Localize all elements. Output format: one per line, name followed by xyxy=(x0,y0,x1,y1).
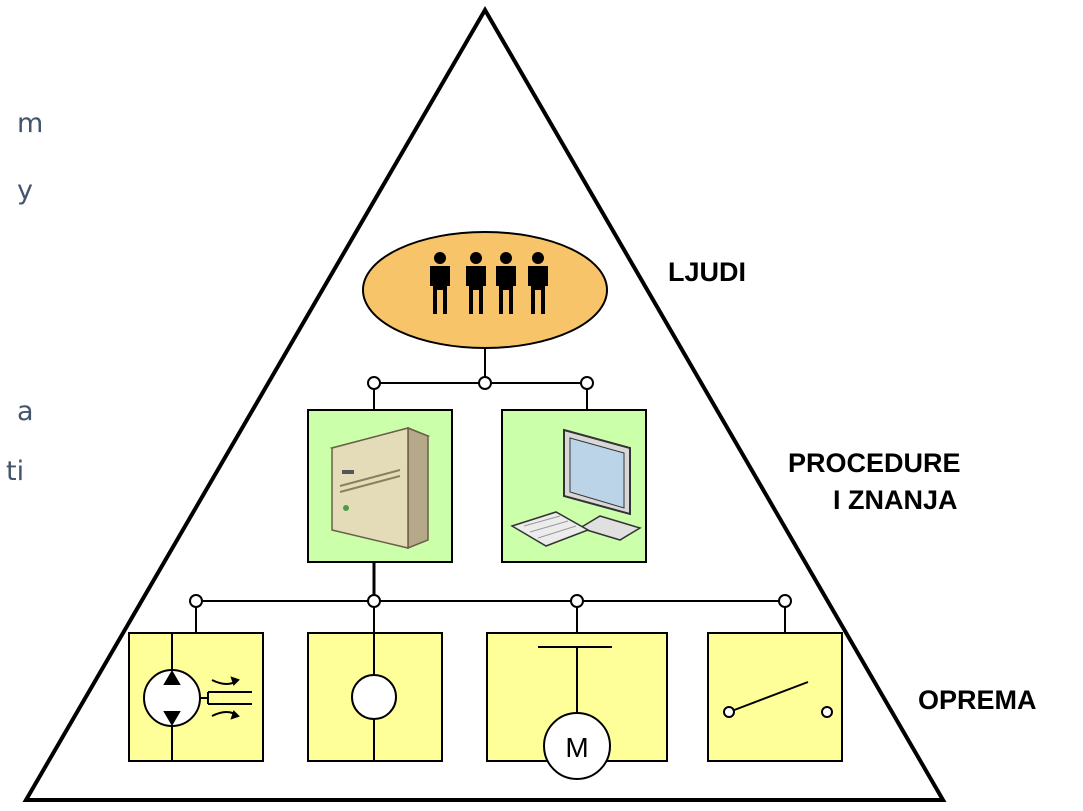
label-equipment: OPREMA xyxy=(918,685,1037,715)
people-icons xyxy=(430,252,548,314)
side-text-fragment-1: m xyxy=(17,108,44,139)
motor-letter: M xyxy=(565,732,588,763)
equipment-connector xyxy=(189,562,792,633)
people-connector xyxy=(367,348,594,410)
motor-symbol xyxy=(538,646,612,780)
people-group xyxy=(362,231,608,349)
label-procedures-line2: I ZNANJA xyxy=(833,485,958,515)
equipment-box-switch xyxy=(707,632,843,762)
pyramid-outline xyxy=(22,6,947,802)
desktop-computer-icon xyxy=(510,428,642,547)
side-text-fragment-3: a xyxy=(17,396,34,427)
person-icon xyxy=(466,252,486,314)
label-procedures-line1: PROCEDURE xyxy=(788,448,961,478)
circle-sensor-symbol xyxy=(351,633,397,761)
person-icon xyxy=(430,252,450,314)
server-tower-icon xyxy=(329,426,431,550)
label-people: LJUDI xyxy=(668,257,747,287)
side-text-fragment-4: ti xyxy=(6,456,25,487)
hydraulic-pump-motor-symbol xyxy=(143,633,252,761)
person-icon xyxy=(496,252,516,314)
person-icon xyxy=(528,252,548,314)
switch-symbol xyxy=(723,681,833,718)
side-text-fragment-2: y xyxy=(17,175,33,206)
